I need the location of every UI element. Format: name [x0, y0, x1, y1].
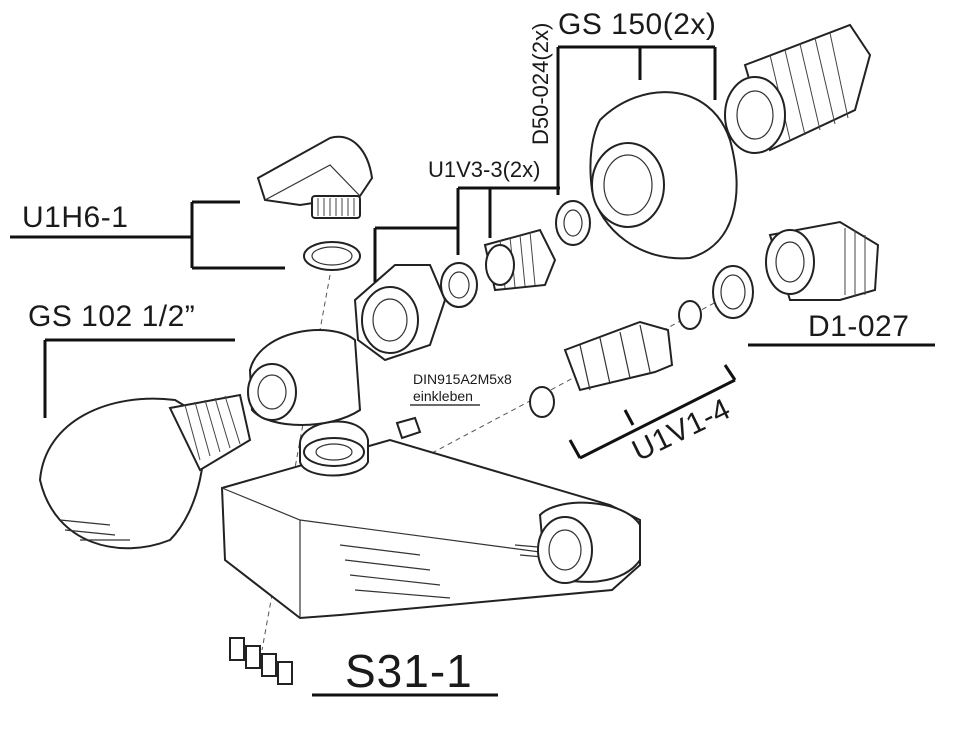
label-u1h6-1: U1H6-1: [22, 201, 129, 234]
cartridge-o-ring: [529, 386, 555, 418]
knob: [38, 393, 252, 550]
label-s31-1: S31-1: [345, 645, 473, 697]
seal-ring: [555, 200, 591, 246]
label-din915-line1: DIN915A2M5x8: [413, 371, 512, 387]
label-gs102: GS 102 1/2”: [28, 300, 196, 333]
threaded-stem: [483, 228, 557, 292]
flat-gasket: [712, 265, 754, 319]
lever-handle: [256, 135, 374, 271]
seal-ring-inner: [563, 209, 583, 237]
label-d1-027: D1-027: [808, 310, 910, 343]
hex-nut: [353, 264, 447, 362]
mounting-clips: [229, 637, 293, 685]
flat-gasket-inner: [720, 274, 746, 310]
leader-lines: [10, 45, 935, 697]
small-o-ring: [678, 300, 702, 330]
label-din915-line2: einkleben: [413, 388, 473, 404]
diagonal-assembly-axis: [399, 299, 721, 471]
label-d50-024: D50-024(2x): [528, 22, 553, 145]
washer-ring-inner: [448, 271, 470, 299]
label-u1v3-3: U1V3-3(2x): [428, 157, 541, 182]
mixer-body: [220, 329, 641, 620]
label-gs150: GS 150(2x): [558, 8, 717, 41]
elbow-fitting: [765, 220, 880, 301]
valve-cartridge: [563, 320, 674, 392]
threaded-fitting-top: [724, 23, 872, 154]
washer-ring: [440, 262, 478, 308]
escutcheon-cover: [589, 91, 738, 260]
